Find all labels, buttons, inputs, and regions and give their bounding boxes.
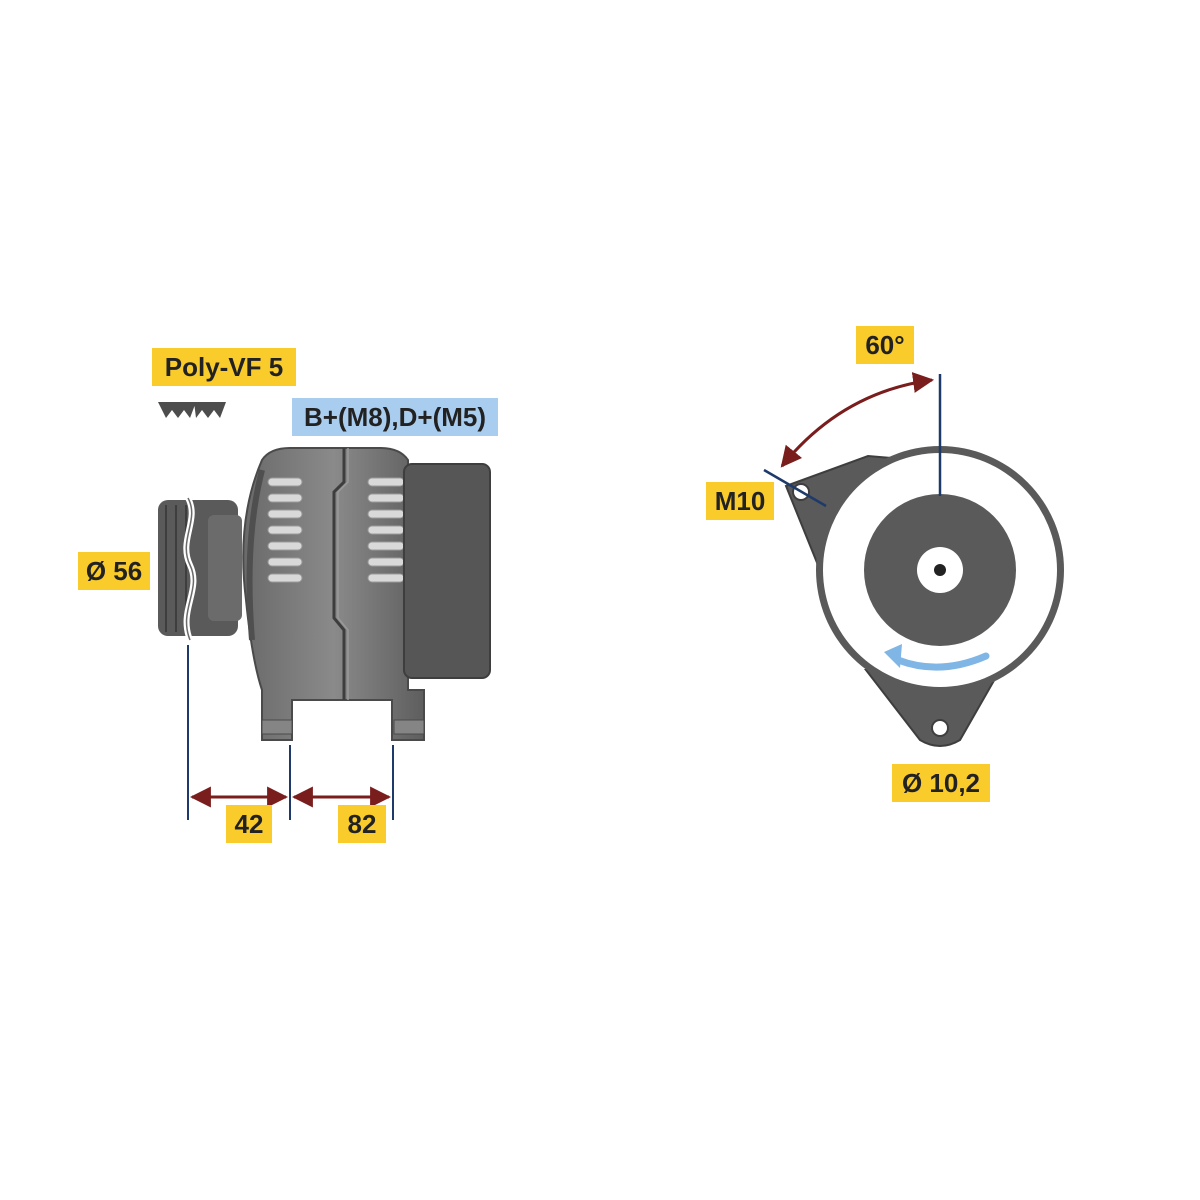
angle-label: 60° xyxy=(856,326,914,364)
hole-diameter-label: Ø 10,2 xyxy=(892,764,990,802)
pulley-diameter-label: Ø 56 xyxy=(78,552,150,590)
dimension-82-label: 82 xyxy=(338,805,386,843)
shaft-center xyxy=(934,564,946,576)
v-ribbed-belt-icon xyxy=(158,402,226,418)
dimension-lines xyxy=(187,645,394,820)
dimension-42-label: 42 xyxy=(226,805,272,843)
curved-arrow-icon xyxy=(884,644,990,671)
mounting-hole-bottom xyxy=(931,719,949,737)
angle-arc xyxy=(780,372,935,468)
belt-type-label: Poly-VF 5 xyxy=(152,348,296,386)
alternator-front-view xyxy=(763,372,1064,747)
terminal-spec-label: B+(M8),D+(M5) xyxy=(292,398,498,436)
lug-axis-line xyxy=(763,468,827,508)
pulley xyxy=(158,496,242,642)
alternator-side-view xyxy=(158,402,491,820)
thread-label: M10 xyxy=(706,482,774,520)
rear-cover xyxy=(403,463,491,679)
front-housing xyxy=(242,447,425,741)
